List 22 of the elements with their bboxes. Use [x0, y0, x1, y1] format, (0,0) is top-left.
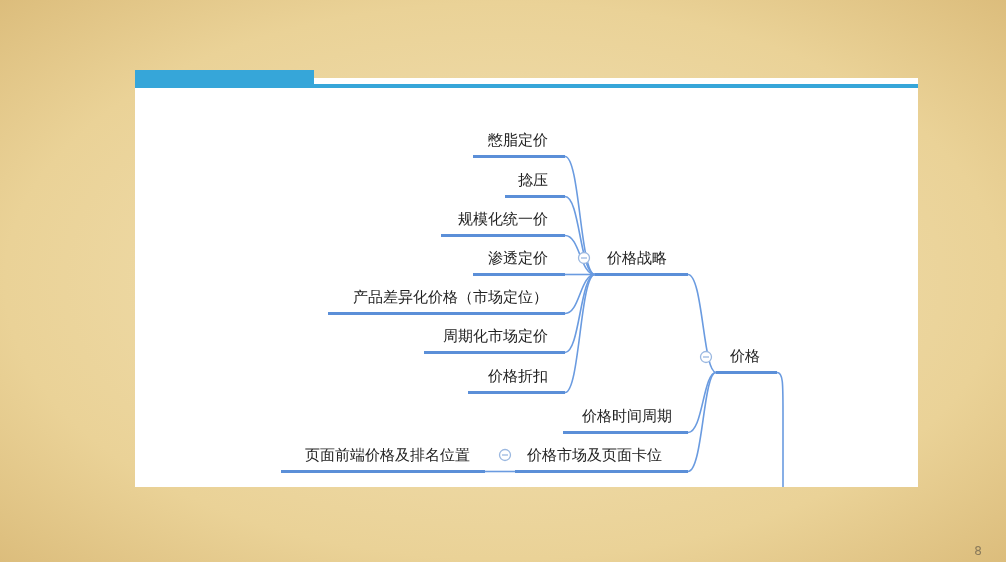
- topic-label: 价格: [730, 348, 760, 365]
- topic-label: 产品差异化价格（市场定位）: [353, 289, 548, 306]
- topic-label: 价格时间周期: [582, 408, 672, 425]
- connector-line: [687, 273, 717, 374]
- topic-label: 渗透定价: [488, 250, 548, 267]
- topic-label: 价格战略: [607, 250, 667, 267]
- connector-line: [776, 371, 784, 488]
- topic-label: 价格市场及页面卡位: [527, 447, 662, 464]
- topic-label: 页面前端价格及排名位置: [305, 447, 470, 464]
- connector-line: [564, 234, 596, 276]
- page-number: 8: [974, 544, 982, 558]
- connector-line: [484, 470, 516, 473]
- connector-line: [564, 155, 596, 276]
- connector-line: [564, 273, 596, 394]
- topic-label: 周期化市场定价: [443, 328, 548, 345]
- topic-label: 规模化统一价: [458, 211, 548, 228]
- topic-label: 憋脂定价: [488, 132, 548, 149]
- connector-line: [687, 371, 717, 434]
- connector-line: [687, 371, 717, 473]
- topic-label: 捻压: [518, 172, 548, 189]
- topic-label: 价格折扣: [488, 368, 548, 385]
- connector-line: [564, 273, 596, 354]
